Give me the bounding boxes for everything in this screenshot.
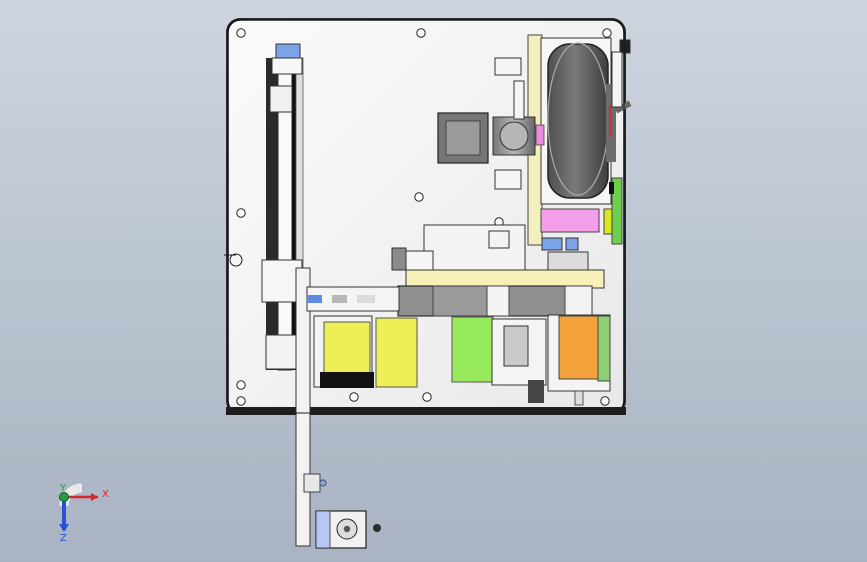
outline-accents [224,19,625,414]
center-components [391,224,589,271]
bottom-fan-module [315,510,381,549]
drum-assembly [437,34,632,246]
main-bridge [306,269,605,317]
y-axis-marker [59,492,69,502]
lower-blocks [313,314,611,406]
z-axis-label: Z [60,533,67,544]
coordinate-triad: X Y Z [59,483,109,544]
lower-vertical-arm [295,267,327,547]
y-axis-label: Y [59,483,67,494]
x-axis-label: X [102,489,109,500]
left-conveyor [261,43,305,371]
upper-brackets [494,39,631,190]
